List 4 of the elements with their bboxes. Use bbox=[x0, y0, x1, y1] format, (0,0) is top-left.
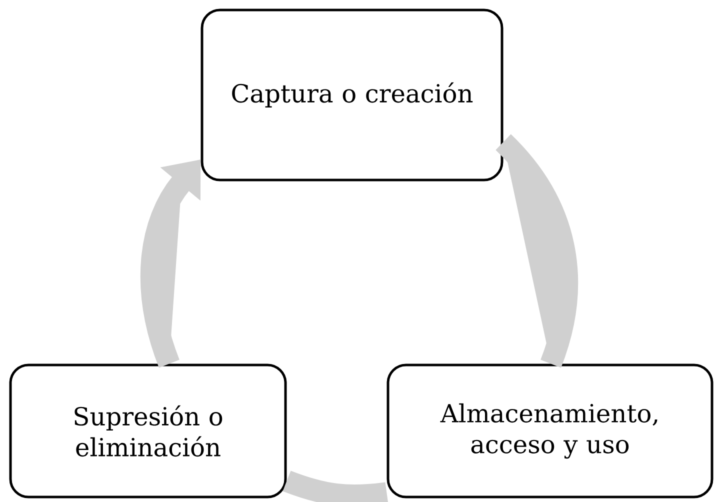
cycle-arrow bbox=[495, 134, 578, 368]
process-box: Almacenamiento, acceso y uso bbox=[386, 364, 714, 498]
process-box: Captura o creación bbox=[200, 8, 504, 182]
process-box: Supresión o eliminación bbox=[9, 364, 287, 498]
